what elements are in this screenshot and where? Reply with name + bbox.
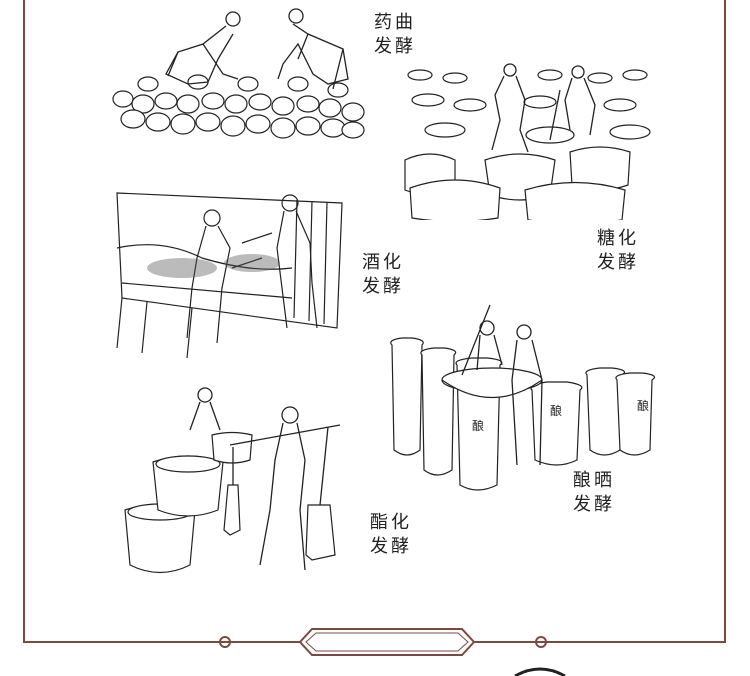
svg-text:酿: 酿 [472, 418, 484, 433]
bottom-ornament [219, 628, 547, 656]
svg-text:酿: 酿 [550, 403, 562, 418]
caption-jiuhua-line1: 酒化 [362, 252, 404, 273]
caption-zhihua-line1: 酯化 [370, 512, 412, 533]
frame-right-border [724, 0, 726, 643]
zhihua-illustration [124, 387, 341, 574]
niangshai-illustration: 酿 酿 酿 [390, 304, 655, 491]
caption-tanghua-line1: 糖化 [597, 228, 639, 249]
jiuhua-illustration [116, 192, 343, 359]
caption-niangshai-line1: 酿晒 [573, 470, 615, 491]
yaoqu-illustration [112, 8, 365, 139]
frame-bottom-border-right [470, 641, 726, 643]
svg-text:酿: 酿 [637, 398, 649, 413]
caption-niangshai-line2: 发酵 [573, 494, 615, 515]
frame-bottom-border-left [23, 641, 300, 643]
caption-jiuhua-line2: 发酵 [362, 276, 404, 297]
caption-yaoqu-line1: 药曲 [374, 12, 416, 33]
caption-zhihua-line2: 发酵 [370, 536, 412, 557]
tanghua-illustration [404, 63, 651, 220]
next-section-arc [514, 667, 566, 676]
frame-left-border [23, 0, 25, 643]
caption-tanghua-line2: 发酵 [597, 252, 639, 273]
caption-yaoqu-line2: 发酵 [374, 36, 416, 57]
